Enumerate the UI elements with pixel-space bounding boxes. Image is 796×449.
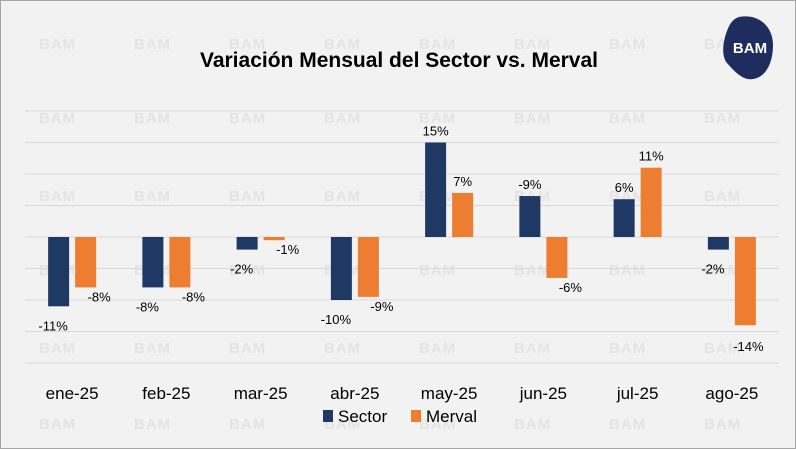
category-label-abr-25: abr-25 [330, 384, 379, 403]
data-label-sector-ene-25: -11% [38, 318, 68, 333]
data-label-merval-jun-25: -6% [559, 280, 583, 295]
watermark: BAM [419, 340, 457, 357]
watermark: BAM [609, 262, 647, 279]
bar-merval-may-25 [452, 192, 474, 237]
bars [48, 142, 756, 326]
watermark: BAM [609, 416, 647, 433]
data-label-merval-feb-25: -8% [182, 289, 206, 304]
watermark: BAM [704, 262, 742, 279]
watermark: BAM [609, 110, 647, 127]
bar-merval-jul-25 [640, 167, 662, 237]
bar-merval-jun-25 [546, 237, 568, 278]
watermark: BAM [134, 416, 172, 433]
watermark: BAM [134, 36, 172, 53]
watermark: BAM [704, 416, 742, 433]
bar-sector-jun-25 [519, 196, 541, 237]
watermark: BAM [134, 110, 172, 127]
logo-icon [723, 16, 773, 80]
logo-text: BAM [733, 40, 767, 57]
watermark: BAM [609, 36, 647, 53]
watermark: BAM [324, 110, 362, 127]
watermark: BAM [229, 340, 267, 357]
watermark: BAM [134, 188, 172, 205]
chart-title: Variación Mensual del Sector vs. Merval [200, 49, 598, 72]
watermark: BAM [324, 340, 362, 357]
gridlines [25, 110, 779, 364]
data-label-merval-ene-25: -8% [88, 289, 112, 304]
watermark: BAM [419, 416, 457, 433]
bar-sector-jul-25 [613, 199, 635, 237]
data-label-merval-may-25: 7% [453, 174, 472, 189]
category-label-jun-25: jun-25 [519, 384, 567, 403]
legend-label-sector: Sector [338, 407, 387, 426]
category-label-ene-25: ene-25 [46, 384, 99, 403]
watermark: BAM [39, 340, 77, 357]
legend-swatch-sector [323, 410, 333, 422]
category-label-mar-25: mar-25 [234, 384, 288, 403]
watermark: BAM [704, 340, 742, 357]
data-label-sector-ago-25: -2% [701, 262, 725, 277]
data-label-merval-ago-25: -14% [733, 339, 764, 354]
category-label-ago-25: ago-25 [705, 384, 758, 403]
watermark: BAM [514, 262, 552, 279]
logo: BAM [723, 16, 773, 80]
data-labels: -11% -8% -8% -8% -2% -1% -10% -9% 15% 7% -9% -6% 6% 1… [38, 124, 764, 355]
bar-sector-ene-25 [48, 237, 70, 307]
watermark: BAM [229, 188, 267, 205]
bar-sector-ago-25 [707, 237, 729, 250]
watermark: BAM [704, 110, 742, 127]
watermark: BAM [514, 36, 552, 53]
category-label-feb-25: feb-25 [142, 384, 190, 403]
bar-sector-feb-25 [142, 237, 164, 288]
legend-label-merval: Merval [426, 407, 477, 426]
watermark: BAM [39, 188, 77, 205]
data-label-sector-may-25: 15% [423, 124, 449, 139]
watermark: BAM [514, 416, 552, 433]
data-label-merval-mar-25: -1% [276, 242, 300, 257]
watermark: BAM [419, 36, 457, 53]
watermark: BAM [419, 110, 457, 127]
watermark: BAM [419, 262, 457, 279]
watermark: BAM [324, 416, 362, 433]
bar-sector-may-25 [425, 142, 447, 237]
watermark: BAM [229, 110, 267, 127]
data-label-sector-feb-25: -8% [136, 299, 160, 314]
data-label-merval-jul-25: 11% [639, 149, 664, 164]
watermark: BAM [324, 36, 362, 53]
watermark: BAM [609, 340, 647, 357]
data-label-sector-abr-25: -10% [321, 312, 352, 327]
watermark: BAM [514, 110, 552, 127]
bar-merval-mar-25 [263, 237, 285, 241]
watermark: BAM [229, 262, 267, 279]
bar-sector-abr-25 [330, 237, 352, 300]
watermark: BAM [39, 416, 77, 433]
watermark: BAM [324, 188, 362, 205]
watermark: BAM [229, 416, 267, 433]
bar-merval-ene-25 [75, 237, 97, 288]
watermark: BAM [229, 36, 267, 53]
category-labels: ene-25 feb-25 mar-25 abr-25 may-25 jun-25 jul-… [46, 384, 759, 403]
category-label-may-25: may-25 [421, 384, 478, 403]
data-label-sector-jun-25: -9% [518, 177, 542, 192]
legend-swatch-merval [411, 410, 421, 422]
data-label-sector-mar-25: -2% [230, 262, 254, 277]
watermark: BAM [704, 188, 742, 205]
bar-sector-mar-25 [236, 237, 258, 250]
watermark: BAM [134, 340, 172, 357]
data-label-merval-abr-25: -9% [370, 299, 394, 314]
watermark: BAM [39, 36, 77, 53]
legend: Sector Merval [323, 407, 477, 426]
bar-merval-abr-25 [357, 237, 379, 297]
data-label-sector-jul-25: 6% [615, 180, 634, 195]
watermark: BAM [514, 340, 552, 357]
bar-merval-ago-25 [734, 237, 756, 326]
watermark: BAM [39, 110, 77, 127]
category-label-jul-25: jul-25 [616, 384, 659, 403]
bar-merval-feb-25 [169, 237, 191, 288]
